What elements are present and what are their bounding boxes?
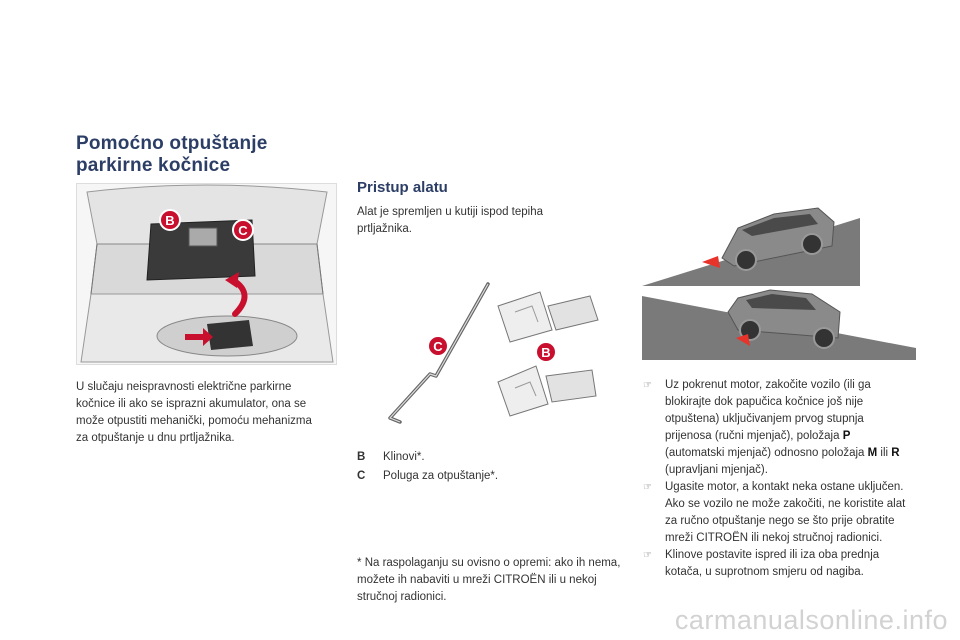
car-downhill <box>727 289 841 349</box>
legend-key: C <box>357 470 366 482</box>
list-item: ☞ Klinove postavite ispred ili iza oba p… <box>643 547 911 581</box>
chock-red-uphill <box>702 256 720 268</box>
legend-text: Klinovi*. <box>383 451 425 463</box>
list-item-text: (upravljani mjenjač). <box>665 464 768 476</box>
tools-illustration: C B <box>388 282 599 424</box>
instruction-list: ☞ Uz pokrenut motor, zakočite vozilo (il… <box>643 377 911 581</box>
gear-position-p: P <box>842 430 851 442</box>
chock-bottom <box>497 365 597 417</box>
watermark: carmanualsonline.info <box>674 605 948 635</box>
list-item-text: ili <box>877 447 892 459</box>
list-item: ☞ Ugasite motor, a kontakt neka ostane u… <box>643 479 911 547</box>
legend-item: B Klinovi*. <box>357 448 498 467</box>
list-item: ☞ Uz pokrenut motor, zakočite vozilo (il… <box>643 377 911 479</box>
chock-red-downhill <box>736 334 750 346</box>
legend-item: C Poluga za otpuštanje*. <box>357 467 498 486</box>
arrow-pointer-icon: ☞ <box>643 482 652 493</box>
gear-position-r: R <box>891 447 900 459</box>
title-line-2: parkirne kočnice <box>76 155 231 176</box>
list-item-text: (automatski mjenjač) odnosno položaja <box>665 447 868 459</box>
page-title: Pomoćno otpuštanje parkirne kočnice <box>76 133 268 177</box>
slope-illustration <box>642 207 916 360</box>
access-text: Alat je spremljen u kutiji ispod tepiha … <box>357 206 544 235</box>
callout-c: C <box>238 223 248 238</box>
title-line-1: Pomoćno otpuštanje <box>76 133 268 154</box>
footnote: * Na raspolaganju su ovisno o opremi: ak… <box>357 555 622 606</box>
legend-text: Poluga za otpuštanje*. <box>383 470 499 482</box>
intro-paragraph: U slučaju neispravnosti električne parki… <box>76 381 312 444</box>
legend: B Klinovi*. C Poluga za otpuštanje*. <box>357 448 498 486</box>
list-item-text: Ugasite motor, a kontakt neka ostane ukl… <box>665 481 906 544</box>
callout-b-tools: B <box>541 345 550 360</box>
callout-b: B <box>165 213 174 228</box>
trunk-illustration: B C <box>76 183 337 365</box>
list-item-text: Klinove postavite ispred ili iza oba pre… <box>665 549 880 578</box>
gear-position-m: M <box>867 447 878 459</box>
arrow-pointer-icon: ☞ <box>643 550 652 561</box>
arrow-pointer-icon: ☞ <box>643 380 652 391</box>
list-item-text: Uz pokrenut motor, zakočite vozilo (ili … <box>665 379 871 442</box>
footnote-text: Na raspolaganju su ovisno o opremi: ako … <box>357 557 621 603</box>
chock-top <box>497 291 599 343</box>
car-uphill <box>721 207 835 271</box>
callout-c-tools: C <box>433 339 443 354</box>
section-heading: Pristup alatu <box>357 179 448 196</box>
footnote-mark: * <box>357 557 362 569</box>
legend-key: B <box>357 451 366 463</box>
